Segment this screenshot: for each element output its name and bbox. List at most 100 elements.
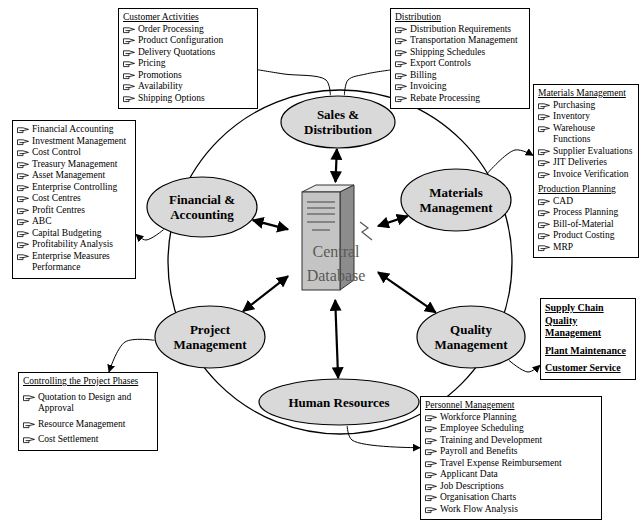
hand-bullet <box>425 506 437 514</box>
box-heading: Supply Chain Quality Management <box>545 302 604 338</box>
hand-bullet <box>425 448 437 456</box>
hand-bullet <box>17 138 29 146</box>
module-ellipse-shape <box>417 306 525 368</box>
list-item-row: Delivery Quotations <box>123 47 253 59</box>
hand-bullet <box>17 149 29 157</box>
hand-bullet-shape <box>124 62 135 67</box>
hand-bullet-shape <box>539 126 550 131</box>
list-item: CAD <box>553 196 573 208</box>
module-ellipse: Human Resources <box>258 378 420 426</box>
hand-bullet <box>123 72 135 80</box>
hand-bullet <box>17 230 29 238</box>
hand-bullet-shape <box>124 27 135 32</box>
list-item: Export Controls <box>410 58 471 70</box>
module-label: Project Management <box>167 322 253 352</box>
hand-bullet-shape <box>18 197 29 202</box>
list-item: Product Costing <box>553 230 615 242</box>
curved-connector <box>509 360 540 372</box>
module-ellipse: Financial & Accounting <box>146 176 258 238</box>
list-item-row: Process Planning <box>538 207 634 219</box>
list-item: MRP <box>553 242 573 254</box>
module-ellipse: Sales & Distribution <box>280 95 396 149</box>
box-heading: Customer Activities <box>123 12 199 22</box>
list-item-row: Distribution Requirements <box>395 24 525 36</box>
hand-bullet <box>395 72 407 80</box>
hand-bullet <box>395 26 407 34</box>
hand-bullet <box>123 37 135 45</box>
list-item: Invoice Verification <box>553 169 629 181</box>
list-item-row: Workforce Planning <box>425 412 597 424</box>
hand-bullet-shape <box>539 245 550 250</box>
list-item-row: Cost Control <box>17 147 131 159</box>
list-item-row: Transportation Management <box>395 35 525 47</box>
hand-bullet-shape <box>124 73 135 78</box>
list-item-row: Shipping Options <box>123 93 253 105</box>
list-box: DistributionDistribution RequirementsTra… <box>390 8 530 109</box>
hand-bullet-shape <box>396 73 407 78</box>
hand-bullet-shape <box>18 139 29 144</box>
hand-bullet-shape <box>18 151 29 156</box>
list-item: Financial Accounting <box>32 124 114 136</box>
list-box: Supply Chain Quality ManagementPlant Mai… <box>540 298 636 380</box>
module-label: Sales & Distribution <box>295 107 381 137</box>
list-item: Supplier Evaluations <box>553 146 632 158</box>
hand-bullet <box>395 49 407 57</box>
list-item: Work Flow Analysis <box>440 504 518 516</box>
database-server: Central Database <box>288 182 378 300</box>
data-arrow <box>335 149 336 182</box>
hand-bullet-shape <box>24 395 35 400</box>
list-item-row: Work Flow Analysis <box>425 504 597 516</box>
list-item-row: Payroll and Benefits <box>425 446 597 458</box>
hand-bullet-shape <box>539 103 550 108</box>
hand-bullet <box>17 207 29 215</box>
list-item: Shipping Schedules <box>410 47 485 59</box>
hand-bullet <box>17 172 29 180</box>
hand-bullet <box>538 209 550 217</box>
list-item: Invoicing <box>410 81 446 93</box>
list-item: Quotation to Design and Approval <box>38 392 153 415</box>
heading-row: Customer Service <box>545 362 631 375</box>
hand-bullet-shape <box>124 50 135 55</box>
list-item-row: Treasury Management <box>17 159 131 171</box>
list-item: Cost Settlement <box>38 434 98 446</box>
hand-bullet-shape <box>18 254 29 259</box>
curved-connector <box>487 150 533 174</box>
list-item-row: Investment Management <box>17 136 131 148</box>
signal-mark <box>360 222 372 240</box>
list-item-row: Invoice Verification <box>538 169 634 181</box>
list-item-row: Financial Accounting <box>17 124 131 136</box>
list-item: Enterprise Measures Performance <box>32 251 131 274</box>
list-item: Employee Scheduling <box>440 423 524 435</box>
box-heading: Controlling the Project Phases <box>23 376 138 386</box>
hand-bullet <box>538 171 550 179</box>
list-item: Payroll and Benefits <box>440 446 518 458</box>
hand-bullet-shape <box>18 220 29 225</box>
hand-bullet-shape <box>18 162 29 167</box>
list-item: Pricing <box>138 58 165 70</box>
hand-bullet <box>17 195 29 203</box>
list-item-row: Training and Development <box>425 435 597 447</box>
curved-connector <box>347 426 420 448</box>
list-item-row: Availability <box>123 81 253 93</box>
hand-bullet <box>17 253 29 261</box>
list-item-row: Profit Centres <box>17 205 131 217</box>
hand-bullet <box>123 83 135 91</box>
list-item: Capital Budgeting <box>32 228 101 240</box>
list-item-row: Quotation to Design and Approval <box>23 392 153 415</box>
list-item: Warehouse Functions <box>553 123 634 146</box>
list-item-row: ABC <box>17 216 131 228</box>
list-item: Workforce Planning <box>440 412 517 424</box>
hand-bullet-shape <box>426 450 437 455</box>
list-item-row: Warehouse Functions <box>538 123 634 146</box>
list-item-row: Pricing <box>123 58 253 70</box>
data-arrow <box>243 276 288 311</box>
hand-bullet <box>17 218 29 226</box>
hand-bullet <box>425 437 437 445</box>
module-label: Human Resources <box>269 395 409 410</box>
hand-bullet <box>123 60 135 68</box>
heading-row: Plant Maintenance <box>545 345 631 358</box>
heading-row: Supply Chain Quality Management <box>545 302 631 340</box>
hand-bullet-shape <box>539 172 550 177</box>
module-ellipse: Materials Management <box>400 168 512 232</box>
